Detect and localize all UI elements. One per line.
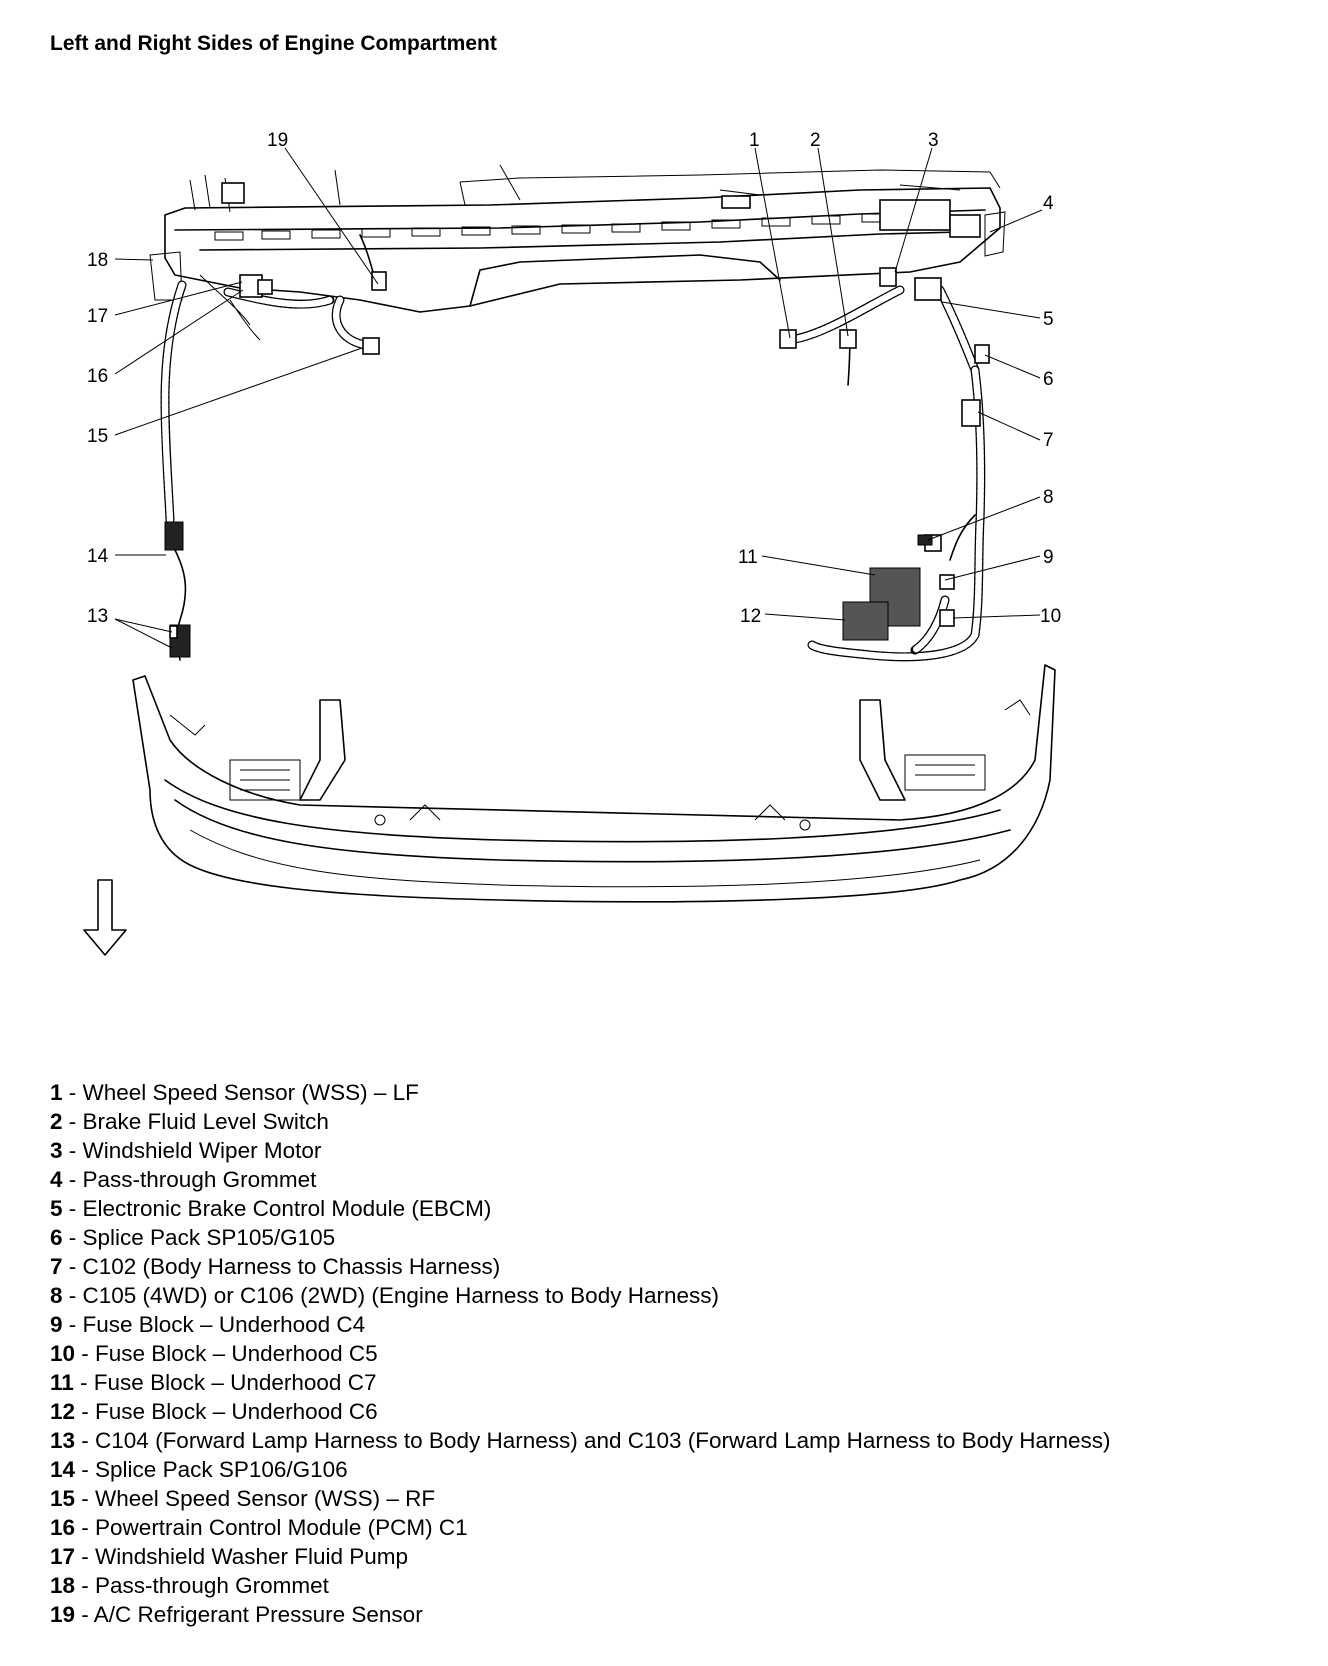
- callout-4: 4: [1043, 193, 1054, 214]
- callout-9: 9: [1043, 547, 1054, 568]
- callout-14: 14: [87, 546, 109, 567]
- callout-15: 15: [87, 426, 108, 447]
- legend-item: 18 - Pass-through Grommet: [50, 1573, 329, 1598]
- down-arrow-icon: [83, 879, 127, 956]
- legend-item: 6 - Splice Pack SP105/G105: [50, 1225, 336, 1250]
- legend-item: 4 - Pass-through Grommet: [50, 1167, 317, 1192]
- legend-item: 7 - C102 (Body Harness to Chassis Harnes…: [50, 1254, 501, 1279]
- legend-item: 9 - Fuse Block – Underhood C4: [50, 1312, 366, 1337]
- callout-7: 7: [1043, 430, 1054, 451]
- callout-1: 1: [749, 130, 760, 151]
- callout-11: 11: [738, 547, 758, 568]
- legend-item: 14 - Splice Pack SP106/G106: [50, 1457, 348, 1482]
- callout-16: 16: [87, 366, 108, 387]
- callout-8: 8: [1043, 487, 1054, 508]
- left-wiring-harness: [160, 234, 387, 661]
- legend-item: 8 - C105 (4WD) or C106 (2WD) (Engine Har…: [50, 1283, 719, 1308]
- radiator-support-structure: [149, 164, 1006, 313]
- page-title: Left and Right Sides of Engine Compartme…: [50, 32, 497, 55]
- legend-item: 10 - Fuse Block – Underhood C5: [50, 1341, 378, 1366]
- front-bumper-fascia: [132, 664, 1056, 903]
- callout-17: 17: [87, 306, 108, 327]
- legend-item: 17 - Windshield Washer Fluid Pump: [50, 1544, 409, 1569]
- legend-item: 1 - Wheel Speed Sensor (WSS) – LF: [50, 1080, 419, 1105]
- callout-2: 2: [810, 130, 821, 151]
- callout-12: 12: [740, 606, 761, 627]
- legend-item: 2 - Brake Fluid Level Switch: [50, 1109, 329, 1134]
- legend-item: 12 - Fuse Block – Underhood C6: [50, 1399, 378, 1424]
- callout-6: 6: [1043, 369, 1054, 390]
- legend-item: 16 - Powertrain Control Module (PCM) C1: [50, 1515, 468, 1540]
- right-wiring-harness: [779, 267, 990, 662]
- legend-item: 19 - A/C Refrigerant Pressure Sensor: [50, 1602, 423, 1627]
- legend-item: 3 - Windshield Wiper Motor: [50, 1138, 322, 1163]
- leader-lines: [114, 147, 1043, 649]
- engine-compartment-diagram: 19 1 2 3 4 5 6 7 8 9 10 11 12 13 14 15 1…: [83, 130, 1061, 956]
- callout-10: 10: [1040, 606, 1061, 627]
- legend-item: 5 - Electronic Brake Control Module (EBC…: [50, 1196, 492, 1221]
- callout-13: 13: [87, 606, 108, 627]
- legend-item: 13 - C104 (Forward Lamp Harness to Body …: [50, 1428, 1111, 1453]
- callout-3: 3: [928, 130, 939, 151]
- callout-18: 18: [87, 250, 108, 271]
- component-legend: 1 - Wheel Speed Sensor (WSS) – LF 2 - Br…: [50, 1078, 1110, 1629]
- callout-19: 19: [267, 130, 288, 151]
- callout-5: 5: [1043, 309, 1054, 330]
- callout-numbers: 19 1 2 3 4 5 6 7 8 9 10 11 12 13 14 15 1…: [87, 130, 1061, 627]
- legend-item: 11 - Fuse Block – Underhood C7: [50, 1370, 377, 1395]
- legend-item: 15 - Wheel Speed Sensor (WSS) – RF: [50, 1486, 436, 1511]
